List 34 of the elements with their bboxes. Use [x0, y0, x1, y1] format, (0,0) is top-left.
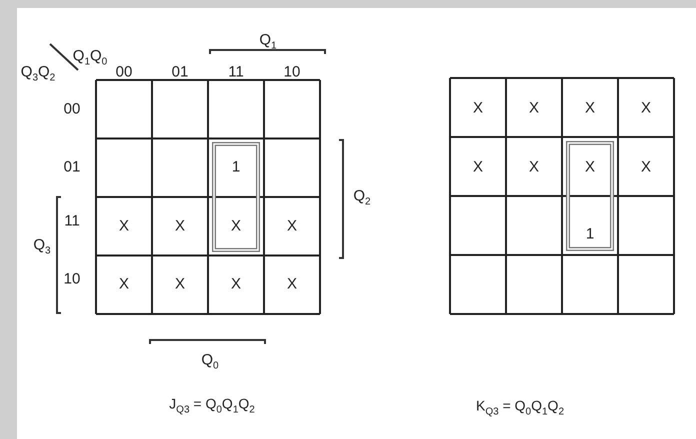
- row-header: 10: [64, 272, 80, 286]
- cell-value: X: [119, 276, 129, 292]
- cell-value: X: [585, 100, 595, 116]
- cell-value: X: [473, 160, 483, 174]
- cell-value: X: [231, 276, 241, 292]
- cell-value: X: [175, 276, 185, 292]
- cell-value: X: [231, 218, 241, 234]
- variable-label: Q$_{2}$: [353, 188, 371, 208]
- cell-value: X: [585, 160, 595, 174]
- variable-label: Q$_{3}$Q$_{2}$: [20, 64, 56, 84]
- column-header: 00: [116, 64, 132, 80]
- cell-value: 1: [232, 160, 240, 174]
- variable-label: Q$_{1}$Q$_{0}$: [72, 48, 108, 68]
- column-header: 11: [228, 64, 244, 80]
- cell-value: X: [287, 276, 297, 292]
- equation: K$_{Q3}$ = Q$_{0}$Q$_{1}$Q$_{2}$: [476, 398, 564, 418]
- row-header: 00: [64, 102, 80, 116]
- cell-value: X: [287, 218, 297, 234]
- cell-value: X: [119, 218, 129, 234]
- equation: J$_{Q3}$ = Q$_{0}$Q$_{1}$Q$_{2}$: [169, 396, 255, 416]
- cell-value: X: [473, 100, 483, 116]
- row-header: 11: [64, 214, 80, 228]
- cell-value: 1: [586, 226, 594, 242]
- variable-label: Q$_{0}$: [201, 352, 219, 372]
- cell-value: X: [529, 100, 539, 116]
- column-header: 01: [172, 64, 188, 80]
- variable-label: Q$_{1}$: [259, 32, 277, 52]
- variable-label: Q$_{3}$: [33, 238, 51, 256]
- column-header: 10: [284, 64, 300, 80]
- cell-value: X: [529, 160, 539, 174]
- cell-value: X: [641, 160, 651, 174]
- cell-value: X: [641, 100, 651, 116]
- cell-value: X: [175, 218, 185, 234]
- row-header: 01: [64, 160, 80, 174]
